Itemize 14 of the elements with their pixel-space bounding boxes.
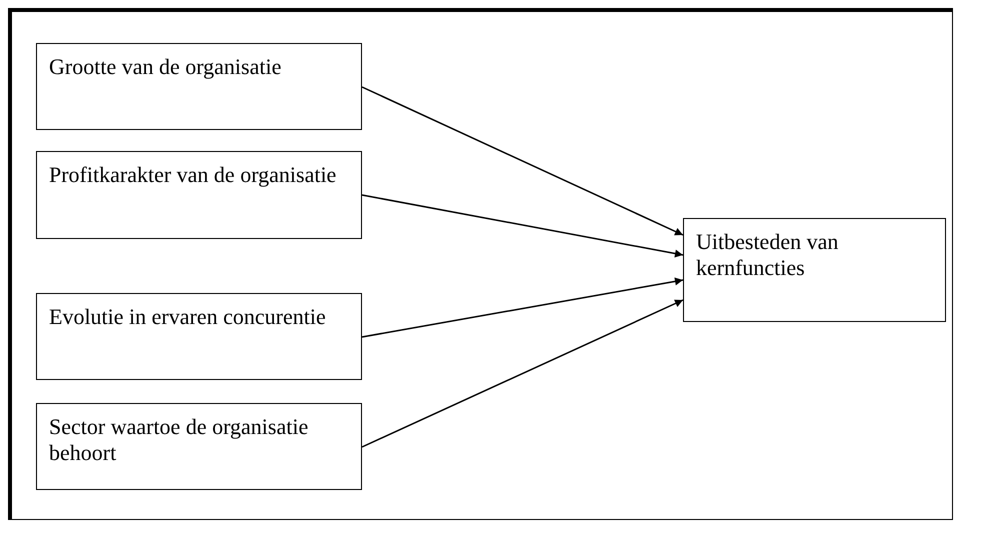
box-text: Uitbesteden van kernfuncties xyxy=(696,229,840,282)
arrow xyxy=(362,299,684,448)
arrow xyxy=(362,277,684,338)
arrow xyxy=(362,194,684,258)
box-text: Profitkarakter van de organisatie xyxy=(49,162,338,188)
process-box xyxy=(36,293,362,380)
box-text: Sector waartoe de organisatie behoort xyxy=(49,414,310,467)
arrow xyxy=(362,86,684,236)
process-box xyxy=(36,151,362,239)
box-text: Grootte van de organisatie xyxy=(49,54,282,80)
process-box xyxy=(36,43,362,130)
process-box xyxy=(683,218,946,322)
process-box xyxy=(36,403,362,490)
box-text: Evolutie in ervaren concurentie xyxy=(49,304,327,330)
